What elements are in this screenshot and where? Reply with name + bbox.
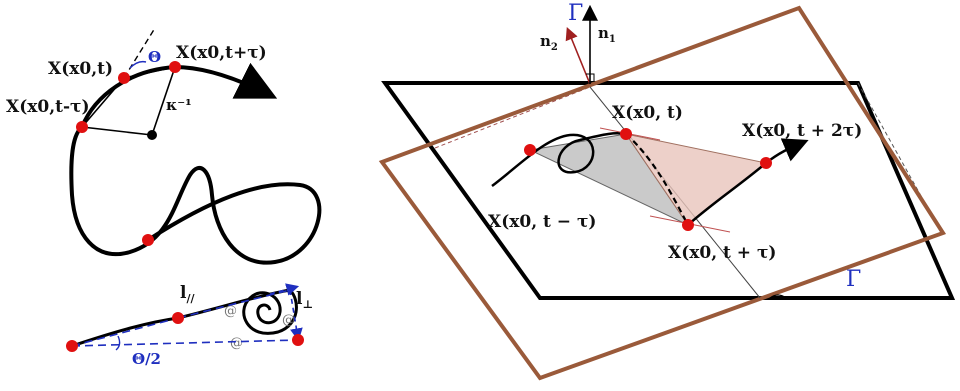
label-n1: n1 [598, 24, 616, 45]
point-x-t-plus-2tau [760, 157, 772, 169]
label-l-parallel: l// [180, 283, 195, 305]
point-x-t [620, 128, 632, 140]
point-x-t-minus-tau [524, 144, 536, 156]
right-angle-mark [586, 73, 595, 82]
hidden-curve-segment [625, 133, 689, 226]
curvature-center [147, 130, 157, 140]
label-kappa-inverse: κ⁻¹ [166, 96, 192, 114]
trajectory-3d [491, 132, 627, 187]
spiral-glyph: @ [282, 313, 295, 328]
perp-arrow [289, 289, 303, 342]
label-n2: n2 [540, 32, 558, 53]
radius-line [81, 126, 153, 136]
plane-angle-arc [769, 294, 787, 299]
point-end [292, 334, 304, 346]
label-x-t: X(x0,t) [48, 59, 113, 79]
left-curve-panel: X(x0,t) X(x0,t+τ) X(x0,t-τ) Θ κ⁻¹ [6, 27, 322, 265]
reference-plane [381, 81, 956, 300]
theta-arc [129, 60, 147, 69]
step-dashed [71, 317, 179, 347]
label-x-t-plus-tau: X(x0, t + τ) [668, 243, 776, 263]
label-x-t-minus-tau: X(x0,t-τ) [6, 97, 90, 117]
planes-panel: Γ Γ n1 n2 X(x0, t) X(x0, t + 2τ) X(x0, t… [378, 1, 956, 381]
label-x-t-plus-2tau: X(x0, t + 2τ) [742, 121, 862, 141]
label-x-t: X(x0, t) [612, 103, 683, 123]
point-start [66, 340, 78, 352]
trajectory-curve [69, 62, 322, 265]
point-x-t-minus-tau [76, 121, 88, 133]
label-x-t-plus-tau: X(x0,t+τ) [176, 43, 267, 63]
label-gamma-top: Γ [568, 1, 583, 26]
step-dashed [177, 289, 291, 319]
point-x-t-plus-tau [169, 61, 181, 73]
label-gamma-bottom: Γ [846, 267, 861, 292]
chord-line [123, 66, 176, 79]
persistence-panel: @ @ @ l// l⊥ Θ/2 [66, 283, 313, 368]
osculating-plane-gamma [378, 5, 947, 381]
curve-start-point [142, 234, 154, 246]
displacement-dashed [71, 339, 299, 347]
spiral-glyph: @ [224, 304, 237, 319]
label-theta: Θ [148, 48, 161, 66]
label-x-t-minus-tau: X(x0, t − τ) [488, 212, 596, 232]
plane-intersection-dashed [434, 86, 591, 149]
half-theta-arc [115, 335, 121, 351]
radius-line [151, 66, 176, 136]
point-x-t-plus-tau [682, 219, 694, 231]
spiral-glyph: @ [230, 336, 243, 351]
point-mid [172, 312, 184, 324]
label-l-perp: l⊥ [296, 289, 313, 311]
spiral-curve [242, 288, 298, 335]
label-half-theta: Θ/2 [132, 350, 161, 368]
parallel-arrow [269, 283, 300, 296]
normal-n2 [565, 27, 591, 85]
point-x-t [118, 72, 130, 84]
chord-line [81, 77, 125, 128]
